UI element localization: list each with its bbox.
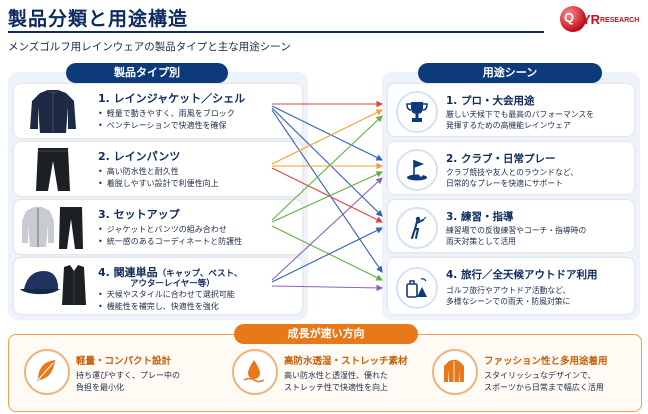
- arrow-accessory-travel: [271, 284, 384, 292]
- setup-icon: [22, 207, 83, 249]
- growth-desc: 持ち運びやすく、プレー中の: [76, 371, 180, 380]
- product-card-setup: 3. セットアップ ジャケットとパンツの組み合わせ 統一感のあるコーディネートと…: [14, 200, 302, 254]
- arrow-accessory-club: [271, 177, 383, 281]
- product-title-accessories: 4. 関連単品（キャップ、ベスト、: [98, 264, 242, 280]
- scene-desc: クラブ競技や友人とのラウンドなど、: [446, 168, 579, 177]
- arrow-jacket-travel: [271, 109, 383, 273]
- product-title-pants: 2. レインパンツ: [98, 150, 181, 163]
- scene-icon-frame: [396, 149, 438, 191]
- product-bullet: ジャケットとパンツの組み合わせ: [98, 224, 227, 235]
- use-scenes-heading: 用途シーン: [418, 63, 602, 83]
- product-title-setup: 3. セットアップ: [98, 208, 180, 221]
- product-types-heading: 製品タイプ別: [66, 63, 228, 83]
- arrow-accessory-practice: [271, 227, 383, 283]
- arrow-pants-practice: [271, 167, 383, 223]
- rain-jacket-icon: [30, 89, 76, 133]
- logo-yr: YR: [582, 12, 601, 27]
- product-card-jacket: 1. レインジャケット／シェル 軽量で動きやすく、雨風をブロック ベンチレーショ…: [14, 84, 302, 138]
- growth-item-waterproof: 高防水透湿・ストレッチ素材 高い防水性と透湿性、優れた ストレッチ性で快適性を向…: [232, 343, 432, 403]
- logo-q: Q: [564, 10, 575, 25]
- rain-pants-icon: [36, 148, 70, 191]
- product-bullet: 着脱しやすい設計で利便性向上: [98, 178, 219, 189]
- scene-card-club: 2. クラブ・日常プレー クラブ競技や友人とのラウンドなど、 日常的なプレーを快…: [388, 142, 634, 194]
- scene-desc: 多様なシーンでの雨天・防風対策に: [446, 297, 571, 306]
- product-title-accessories-note2: アウターレイヤー等）: [130, 279, 215, 289]
- scene-desc: 厳しい天候下でも最高のパフォーマンスを: [446, 110, 594, 119]
- growth-desc: ストレッチ性で快適性を向上: [284, 383, 388, 392]
- product-card-accessories: 4. 関連単品（キャップ、ベスト、 アウターレイヤー等） 天候やスタイルに合わせ…: [14, 258, 302, 314]
- feather-icon: [37, 360, 55, 382]
- scene-card-pro: 1. プロ・大会用途 厳しい天候下でも最高のパフォーマンスを 発揮するための高機…: [388, 84, 634, 136]
- product-bullet: 天候やスタイルに合わせて選択可能: [98, 289, 235, 300]
- product-bullet: ベンチレーションで快適性を確保: [98, 120, 227, 131]
- growth-title-fashion: ファッション性と多用途着用: [484, 356, 608, 367]
- product-title-jacket: 1. レインジャケット／シェル: [98, 92, 246, 105]
- product-bullet: 高い防水性と耐久性: [98, 166, 179, 177]
- product-bullet: 統一感のあるコーディネートと防護性: [98, 236, 242, 247]
- growth-panel: [8, 334, 642, 412]
- growth-desc: スポーツから日常まで幅広く活用: [484, 383, 604, 392]
- product-title-accessories-note: （キャップ、ベスト、: [157, 269, 243, 279]
- scene-card-practice: 3. 練習・指導 練習場での反復練習やコーチ・指導時の 雨天対策として活用: [388, 200, 634, 252]
- scene-desc: ゴルフ旅行やアウトドア活動など、: [446, 286, 571, 295]
- logo-ball-icon: [560, 6, 586, 32]
- scene-icon-frame: [396, 267, 438, 309]
- growth-heading: 成長が速い方向: [234, 324, 418, 344]
- growth-desc: 負担を最小化: [76, 383, 124, 392]
- title-underline: [8, 31, 544, 33]
- water-drop-icon: [243, 360, 265, 383]
- scene-desc: 発揮するための高機能レインウェア: [446, 121, 571, 130]
- product-bullet: 軽量で動きやすく、雨風をブロック: [98, 108, 235, 119]
- arrow-jacket-club: [271, 105, 383, 161]
- page-subtitle: メンズゴルフ用レインウェアの製品タイプと主な用途シーン: [8, 41, 291, 53]
- arrow-jacket-practice: [271, 107, 383, 217]
- product-bullet: 機能性を補完し、快適性を強化: [98, 301, 219, 312]
- qyresearch-logo: Q YR RESEARCH: [560, 6, 644, 36]
- scene-card-travel: 4. 旅行／全天候アウトドア利用 ゴルフ旅行やアウトドア活動など、 多様なシーン…: [388, 258, 634, 314]
- cap-vest-icon: [20, 265, 86, 305]
- scene-desc: 練習場での反復練習やコーチ・指導時の: [446, 226, 587, 235]
- scene-icon-frame: [396, 91, 438, 133]
- logo-research: RESEARCH: [600, 17, 640, 24]
- jacket-icon: [444, 360, 464, 382]
- growth-icon-frame: [24, 349, 70, 395]
- golfer-icon: [411, 216, 427, 239]
- scene-desc: 日常的なプレーを快適にサポート: [446, 179, 563, 188]
- growth-desc: スタイリッシュなデザインで、: [484, 371, 596, 380]
- scene-icon-frame: [396, 207, 438, 249]
- golf-flag-icon: [407, 160, 427, 181]
- arrow-pants-pro: [271, 109, 383, 165]
- scene-title-club: 2. クラブ・日常プレー: [446, 153, 556, 165]
- arrow-setup-travel: [271, 225, 383, 281]
- growth-icon-frame: [232, 349, 278, 395]
- scene-desc: 雨天対策として活用: [446, 237, 516, 246]
- travel-icon: [406, 278, 427, 298]
- growth-item-lightweight: 軽量・コンパクト設計 持ち運びやすく、プレー中の 負担を最小化: [24, 343, 224, 403]
- growth-item-fashion: ファッション性と多用途着用 スタイリッシュなデザインで、 スポーツから日常まで幅…: [432, 343, 632, 403]
- scene-title-pro: 1. プロ・大会用途: [446, 95, 535, 107]
- trophy-icon: [406, 102, 428, 122]
- growth-title-waterproof: 高防水透湿・ストレッチ素材: [284, 356, 408, 367]
- page-title: 製品分類と用途構造: [8, 8, 189, 30]
- scene-title-travel: 4. 旅行／全天候アウトドア利用: [446, 269, 598, 281]
- scene-title-practice: 3. 練習・指導: [446, 211, 514, 223]
- product-title-accessories-main: 4. 関連単品: [98, 266, 158, 279]
- arrow-setup-club: [271, 171, 384, 223]
- growth-title-lightweight: 軽量・コンパクト設計: [76, 356, 172, 367]
- product-card-pants: 2. レインパンツ 高い防水性と耐久性 着脱しやすい設計で利便性向上: [14, 142, 302, 196]
- growth-desc: 高い防水性と透湿性、優れた: [284, 371, 388, 380]
- arrow-setup-pro: [271, 115, 383, 221]
- growth-icon-frame: [432, 349, 478, 395]
